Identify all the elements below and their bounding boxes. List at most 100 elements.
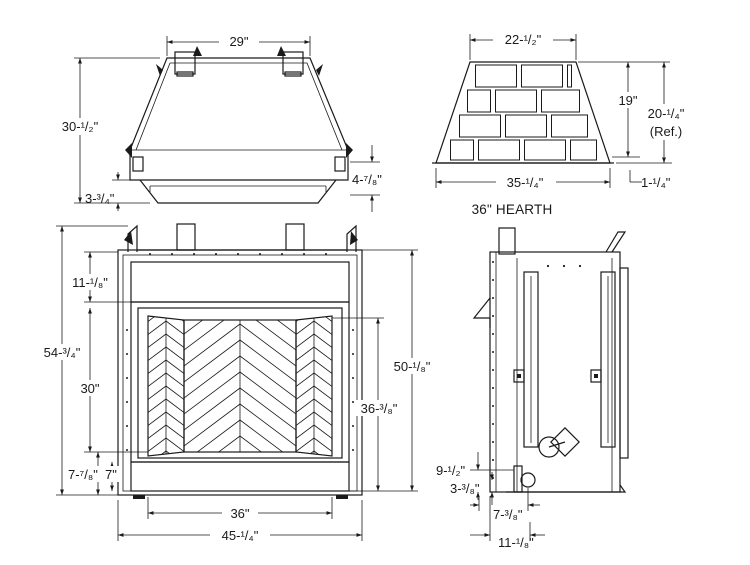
brick-joint — [166, 269, 188, 286]
brick-joint — [239, 387, 296, 432]
herringbone-pattern — [144, 256, 188, 481]
rivet — [492, 297, 494, 299]
brick-joint — [148, 450, 167, 456]
brick-joint — [313, 385, 332, 403]
rivet — [171, 253, 173, 255]
brick-joint — [165, 424, 184, 442]
brick-joint — [144, 295, 166, 312]
herringbone-pattern — [292, 269, 332, 507]
front-overall-height-label: 54-³/₄" — [44, 345, 81, 360]
top-width-label: 29" — [229, 34, 248, 49]
hearth-brick — [495, 89, 537, 113]
brick-joint — [184, 339, 241, 384]
rivet — [492, 423, 494, 425]
brick-joint — [182, 260, 240, 304]
brick-joint — [165, 320, 184, 338]
brick-joint — [313, 320, 332, 338]
rivet — [126, 401, 128, 403]
brick-joint — [313, 437, 332, 455]
hearth-brick — [551, 114, 588, 138]
brick-joint — [148, 346, 167, 364]
hearth-brick — [467, 89, 491, 113]
herringbone-pattern — [182, 260, 298, 512]
top-view: 29" 30-¹/₂" 3-³/₄" 4-⁷/₈" — [52, 33, 382, 212]
brick-joint — [239, 355, 296, 400]
brick-joint — [313, 372, 332, 390]
rivet — [492, 261, 494, 263]
top-rear-offset-label: 3-³/₄" — [85, 191, 115, 206]
brick-joint — [148, 333, 167, 351]
side-vent-offset-label: 3-³/₈" — [450, 481, 480, 496]
rivet — [303, 253, 305, 255]
hearth-brick — [541, 89, 580, 113]
rivet — [492, 351, 494, 353]
frame-rivets — [126, 253, 354, 451]
brick-joint — [184, 403, 241, 448]
hearth-brick — [567, 64, 572, 88]
front-framed-height-label: 50-¹/₈" — [394, 359, 431, 374]
rivet — [492, 369, 494, 371]
top-front-lip-label: 4-⁷/₈" — [352, 172, 382, 187]
side-rivets — [492, 261, 582, 479]
rivet — [492, 315, 494, 317]
hearth-ref-height-label: 20-¹/₄" — [648, 106, 685, 121]
hearth-brick — [570, 139, 597, 161]
rivet — [237, 253, 239, 255]
rivet — [126, 449, 128, 451]
brick-joint — [296, 437, 315, 455]
brick-joint — [292, 269, 314, 286]
rivet — [562, 264, 566, 268]
brick-joint — [165, 372, 184, 390]
rivet — [281, 253, 283, 255]
brick-joint — [296, 333, 315, 351]
side-floor-vent-label: 9-¹/₂" — [436, 463, 466, 478]
rivet — [259, 253, 261, 255]
front-header-height-label: 11-¹/₈" — [72, 275, 108, 290]
rivet — [492, 405, 494, 407]
front-view: 54-³/₄" 11-¹/₈" 30" 7-⁷/₈" 7" 50-¹/₈" 36… — [34, 223, 438, 543]
brick-joint — [240, 260, 298, 304]
brick-joint — [296, 372, 315, 390]
brick-joint — [148, 411, 167, 429]
hearth-base-width-label: 35-¹/₄" — [507, 175, 544, 190]
rivet — [352, 353, 354, 355]
rivet — [126, 353, 128, 355]
rivet — [492, 459, 494, 461]
brick-joint — [292, 464, 314, 481]
brick-joint — [240, 468, 298, 512]
brick-joint — [166, 256, 188, 273]
brick-joint — [296, 450, 315, 456]
brick-joint — [184, 419, 241, 452]
rivet — [215, 253, 217, 255]
hearth-brick — [524, 139, 566, 161]
rivet — [352, 329, 354, 331]
brick-joint — [144, 269, 166, 286]
brick-joint — [292, 282, 314, 299]
rivet — [492, 333, 494, 335]
front-hearth-height-label: 7" — [105, 467, 117, 482]
brick-joint — [184, 355, 241, 400]
brick-joint — [296, 398, 315, 416]
rivet — [193, 253, 195, 255]
brick-joint — [184, 323, 241, 368]
brick-joint — [165, 333, 184, 351]
hearth-brick — [478, 139, 520, 161]
front-opening-height-label: 30" — [80, 381, 99, 396]
brick-joint — [313, 346, 332, 364]
hearth-brick — [475, 64, 517, 88]
rivet — [492, 279, 494, 281]
brick-joint — [239, 320, 296, 336]
brick-joint — [148, 437, 167, 455]
top-depth-label: 30-¹/₂" — [62, 119, 99, 134]
brick-joint — [165, 316, 184, 325]
rivet — [149, 253, 151, 255]
brick-joint — [292, 295, 314, 312]
brick-joint — [165, 346, 184, 364]
brick-joint — [239, 320, 296, 352]
brick-joint — [166, 464, 188, 481]
brick-joint — [239, 323, 296, 368]
brick-joint — [292, 490, 314, 507]
hearth-view: 22-¹/₂" 19" 20-¹/₄" (Ref.) 1-¹/₄" 35-¹/₄… — [432, 31, 692, 217]
brick-joint — [148, 398, 167, 416]
brick-joint — [296, 346, 315, 364]
